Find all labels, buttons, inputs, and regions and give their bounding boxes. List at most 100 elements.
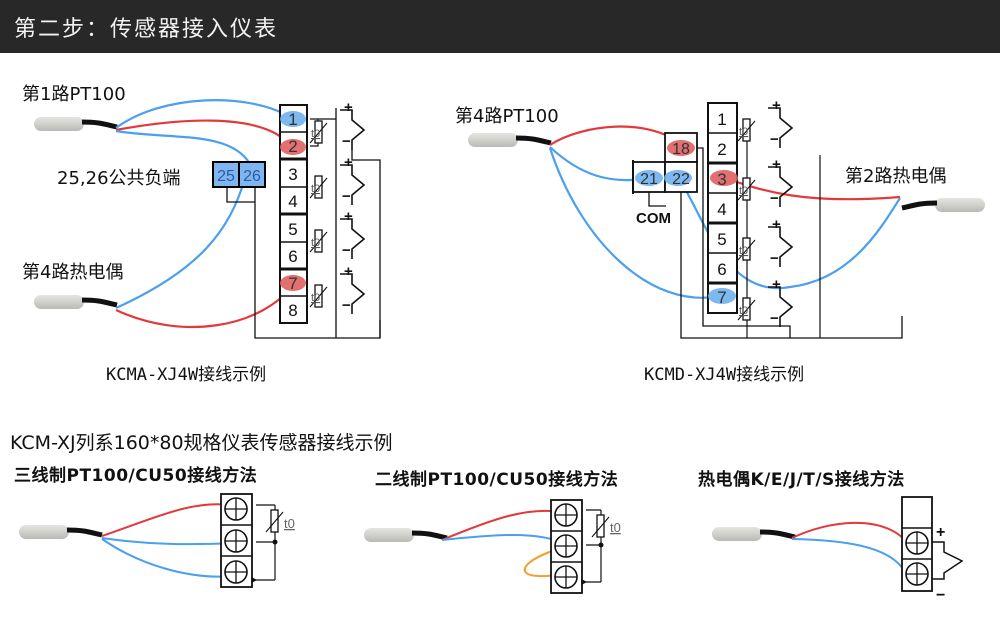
terminal-26-label: 26 [243, 168, 261, 185]
thermocouple-symbol [932, 541, 964, 580]
kcmd-com-label: COM [636, 210, 671, 227]
kcma-common-label: 25,26公共负端 [57, 168, 181, 189]
kcmd-wire-blue-7 [548, 147, 721, 299]
method-2wire-title: 二线制PT100/CU50接线方法 [375, 470, 619, 490]
method-tc-title: 热电偶K/E/J/T/S接线方法 [698, 470, 905, 490]
kcma-terminal-block: 1 2 3 4 5 6 7 8 [279, 104, 308, 324]
kcmd-terminal-3[interactable]: 3 [717, 170, 726, 189]
method-tc-diagram: + − [712, 496, 964, 604]
method-2wire-diagram: t0 [364, 499, 621, 594]
svg-text:+: + [772, 216, 781, 233]
terminal-21[interactable]: 21 [640, 171, 658, 188]
screw-terminal [554, 503, 578, 527]
screw-terminal [554, 565, 578, 589]
plus-sign: + [936, 524, 945, 541]
page-title: 第二步：传感器接入仪表 [14, 17, 279, 42]
kcmd-terminal-block: 1 2 3 4 5 6 7 [707, 102, 738, 314]
svg-text:−: − [342, 133, 351, 150]
kcmd-caption: KCMD-XJ4W接线示例 [644, 365, 805, 385]
screw-terminal [224, 560, 248, 584]
highlight-blue-1 [280, 111, 306, 127]
kcmd-sensor1-probe [468, 133, 551, 147]
svg-text:t0: t0 [311, 183, 320, 195]
method-3wire-title: 三线制PT100/CU50接线方法 [14, 466, 258, 486]
kcmd-diagram: 18 21 22 1 2 3 4 5 6 7 [468, 97, 985, 339]
kcma-caption: KCMA-XJ4W接线示例 [106, 365, 267, 385]
kcma-terminal-2[interactable]: 2 [288, 137, 297, 156]
kcmd-terminal-5[interactable]: 5 [717, 230, 726, 249]
svg-text:t0: t0 [311, 128, 320, 140]
rtd-label: t0 [610, 520, 621, 535]
svg-text:+: + [344, 154, 353, 171]
kcmd-terminal-2[interactable]: 2 [717, 140, 726, 159]
svg-text:t0: t0 [311, 292, 320, 304]
screw-terminal [224, 529, 248, 553]
svg-text:+: + [772, 276, 781, 293]
wire-red [101, 503, 231, 537]
wire-blue-2 [101, 538, 235, 578]
svg-text:+: + [344, 263, 353, 280]
kcma-terminal-7[interactable]: 7 [288, 274, 297, 293]
kcmd-sensor2-label: 第2路热电偶 [845, 166, 947, 187]
kcma-sensor2-probe [34, 295, 117, 309]
kcma-channel-symbols: t0 + − t0 + − t0 + − t0 [309, 99, 381, 338]
svg-text:+: + [772, 156, 781, 173]
screw-terminal [905, 531, 929, 555]
kcma-wire-blue-1 [115, 99, 296, 129]
kcma-wire-red-2 [115, 119, 291, 146]
kcmd-sensor2-probe [902, 198, 985, 212]
kcma-terminal-5[interactable]: 5 [288, 220, 297, 239]
terminal-26[interactable] [240, 163, 264, 186]
wire-blue [441, 534, 568, 546]
kcma-terminal-8[interactable]: 8 [288, 301, 297, 320]
screw-terminal [224, 497, 248, 521]
kcma-terminal-1[interactable]: 1 [288, 110, 297, 129]
kcma-sensor1-label: 第1路PT100 [22, 84, 126, 105]
header-bar: 第二步：传感器接入仪表 [0, 0, 1000, 53]
kcmd-extra-terminals: 18 21 22 [632, 132, 903, 339]
highlight-red-2 [280, 139, 306, 155]
svg-text:−: − [342, 188, 351, 205]
kcmd-terminal-7[interactable]: 7 [717, 288, 726, 307]
kcma-terminal-6[interactable]: 6 [288, 247, 297, 266]
wire-red [791, 521, 906, 541]
svg-text:+: + [344, 208, 353, 225]
svg-text:−: − [770, 131, 779, 148]
wire-blue [791, 538, 906, 573]
svg-text:t0: t0 [739, 126, 748, 138]
wire-blue-1 [101, 537, 237, 546]
terminal-25-label: 25 [217, 168, 235, 185]
svg-text:−: − [342, 242, 351, 259]
kcma-diagram: 25 26 1 2 3 4 5 6 7 8 [34, 99, 381, 339]
kcmd-wire-blue-22 [675, 176, 901, 290]
kcma-wire-blue-4 [115, 177, 247, 310]
terminal-22[interactable]: 22 [672, 171, 690, 188]
highlight-red-7 [280, 275, 306, 291]
svg-text:+: + [344, 99, 353, 116]
kcmd-terminal-4[interactable]: 4 [717, 200, 726, 219]
terminal-18[interactable]: 18 [672, 141, 690, 158]
rtd-label: t0 [284, 516, 295, 531]
kcmd-sensor1-label: 第4路PT100 [455, 106, 559, 127]
kcmd-terminal-1[interactable]: 1 [717, 110, 726, 129]
svg-text:t0: t0 [311, 237, 320, 249]
minus-sign: − [936, 587, 945, 604]
kcmd-terminal-6[interactable]: 6 [717, 260, 726, 279]
series-title: KCM-XJ列系160*80规格仪表传感器接线示例 [10, 432, 393, 454]
svg-text:−: − [770, 310, 779, 327]
svg-text:t0: t0 [739, 185, 748, 197]
terminal-25[interactable] [214, 163, 238, 186]
screw-terminal [554, 534, 578, 558]
kcma-wire-red-7 [115, 281, 297, 329]
svg-text:−: − [342, 297, 351, 314]
method-3wire-diagram: t0 [19, 493, 295, 588]
kcma-sensor1-probe [34, 117, 117, 131]
svg-text:−: − [770, 250, 779, 267]
kcma-terminal-3[interactable]: 3 [288, 165, 297, 184]
svg-text:t0: t0 [739, 305, 748, 317]
kcma-terminal-4[interactable]: 4 [288, 192, 297, 211]
screw-terminal [905, 562, 929, 586]
kcma-sensor2-label: 第4路热电偶 [22, 262, 124, 283]
svg-text:+: + [772, 97, 781, 114]
